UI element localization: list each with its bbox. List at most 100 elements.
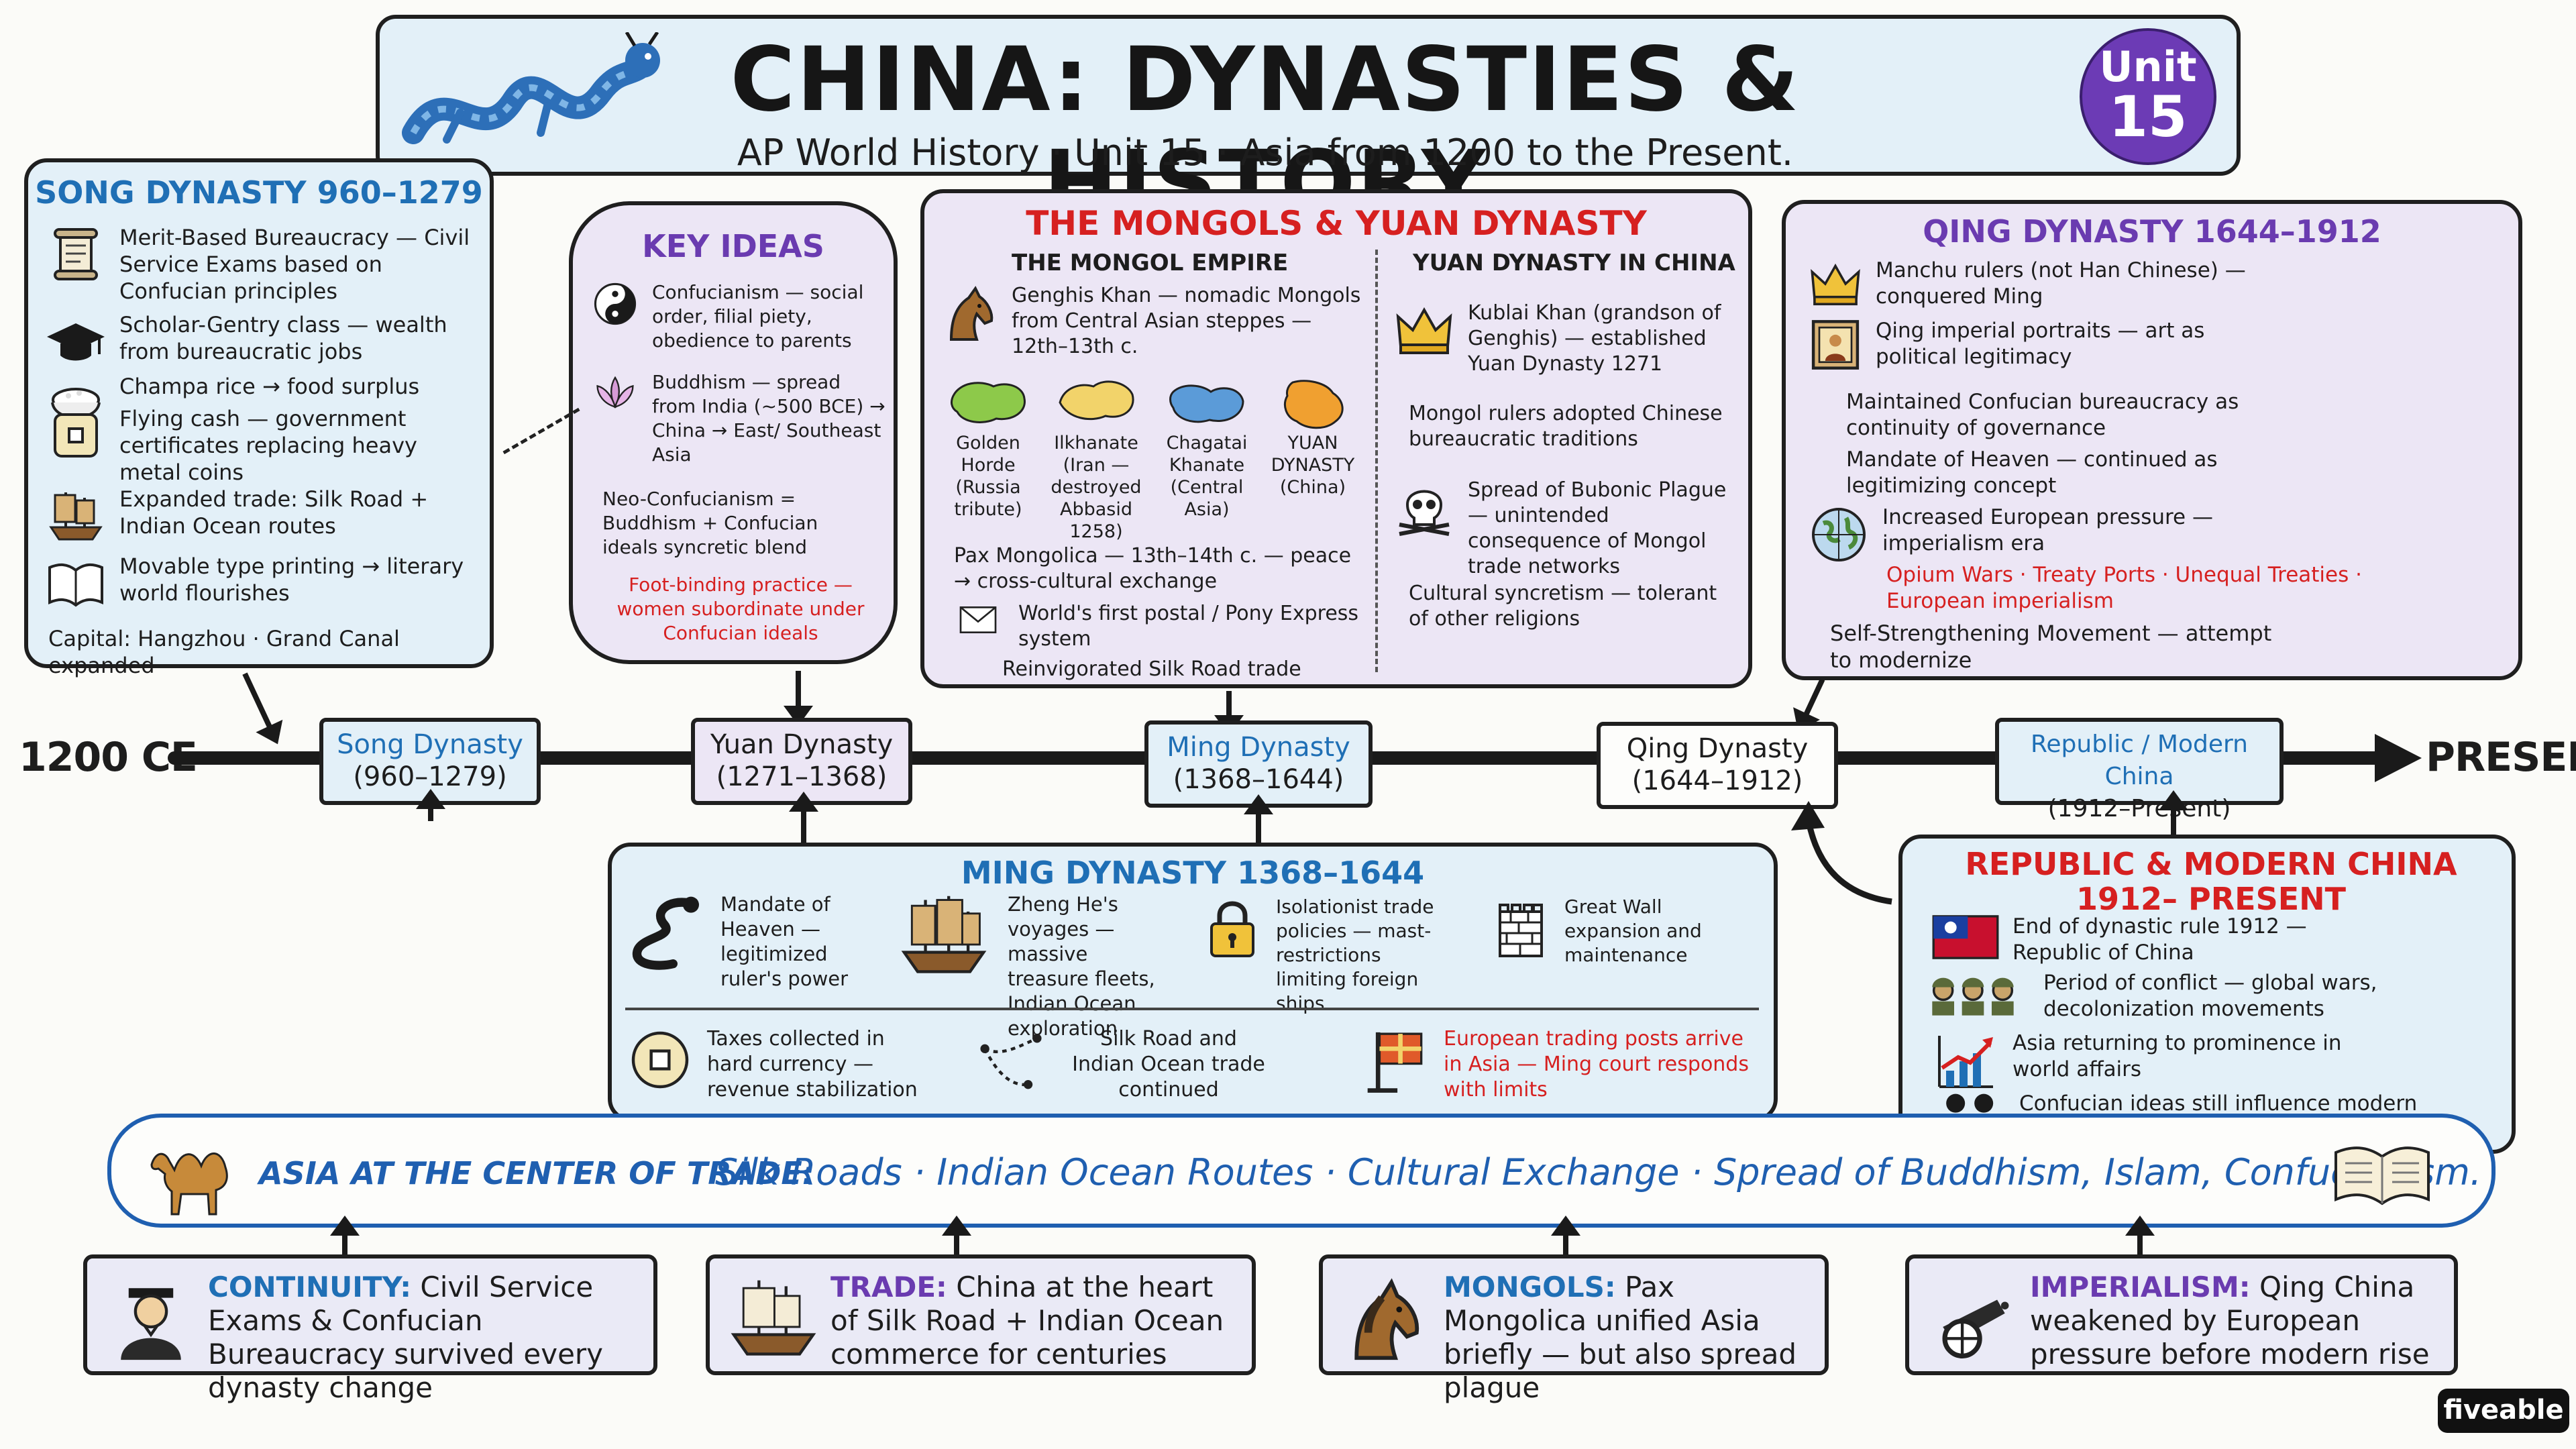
song-item: Merit-Based Bureaucracy — Civil Service … — [46, 224, 482, 305]
ming-item: European trading posts arrive in Asia — … — [1363, 1026, 1766, 1103]
theme-key: MONGOLS: — [1444, 1271, 1616, 1303]
ming-item: Silk Road and Indian Ocean trade continu… — [967, 1026, 1303, 1103]
theme-text: CONTINUITY: Civil Service Exams & Confuc… — [208, 1271, 640, 1405]
qing-item: Increased European pressure — imperialis… — [1809, 504, 2506, 565]
arrow-republic-up — [2159, 790, 2188, 837]
timeline-node-dates: (1368–1644) — [1173, 764, 1344, 795]
ming-item: Great Wall expansion and maintenance — [1491, 895, 1772, 967]
timeline-node-ming[interactable]: Ming Dynasty (1368–1644) — [1144, 720, 1373, 808]
ming-item-text: Zheng He's voyages — massive treasure fl… — [1008, 893, 1155, 1040]
ming-dynasty-box: MING DYNASTY 1368–1644 Mandate of Heaven… — [608, 843, 1778, 1122]
adopted-traditions-text: Mongol rulers adopted Chinese bureaucrat… — [1409, 402, 1723, 451]
song-item-text: Movable type printing → literary world f… — [119, 553, 464, 606]
khanate-chagatai: Chagatai Khanate (Central Asia) — [1157, 376, 1257, 521]
song-dynasty-box: SONG DYNASTY 960–1279 Merit-Based Bureau… — [24, 158, 494, 678]
lotus-icon — [596, 376, 634, 409]
arrow-trade-up — [942, 1216, 971, 1257]
theme-body: China at the heart of Silk Road + Indian… — [830, 1271, 1224, 1371]
timeline-node-republic[interactable]: Republic / Modern China (1912–Present) — [1995, 718, 2284, 822]
route-icon — [980, 1034, 1042, 1089]
timeline-node-dates: (1912–Present) — [2047, 795, 2231, 822]
ming-item-text: Silk Road and Indian Ocean trade continu… — [1072, 1027, 1265, 1102]
khanate-label: Chagatai Khanate (Central Asia) — [1166, 433, 1248, 520]
header-banner: CHINA: DYNASTIES & HISTORY AP World Hist… — [376, 15, 2241, 235]
skull-icon — [1399, 490, 1450, 536]
flag-icon — [1367, 1032, 1423, 1093]
song-item-text: Expanded trade: Silk Road + Indian Ocean… — [119, 486, 429, 539]
qing-pressure-text: Increased European pressure — imperialis… — [1882, 505, 2213, 555]
cannon-icon — [1942, 1299, 2009, 1358]
ming-item-text: European trading posts arrive in Asia — … — [1444, 1027, 1749, 1102]
khanate-maps: Golden Horde (Russia tribute) Ilkhanate … — [938, 376, 1367, 542]
arrow-yuan-up — [789, 792, 818, 843]
khanate-label: YUAN DYNASTY (China) — [1271, 433, 1355, 498]
dragon-icon — [402, 32, 660, 144]
qing-item: Qing imperial portraits — art as politic… — [1809, 318, 2506, 372]
dragon-icon — [632, 896, 699, 970]
key-idea-text: Confucianism — social order, filial piet… — [652, 281, 864, 352]
mongol-yuan-box: THE MONGOLS & YUAN DYNASTY THE MONGOL EM… — [920, 189, 1752, 688]
brand-logo[interactable]: fiveable — [2438, 1389, 2569, 1433]
key-idea-text: Buddhism — spread from India (~500 BCE) … — [652, 371, 885, 466]
ming-item: Isolationist trade policies — mast-restr… — [1202, 895, 1470, 1016]
qing-dynasty-box: QING DYNASTY 1644–1912 Manchu rulers (no… — [1782, 200, 2522, 680]
open-book-icon — [2334, 1146, 2430, 1205]
qing-wars-text: Opium Wars · Treaty Ports · Unequal Trea… — [1886, 563, 2362, 613]
theme-body: Civil Service Exams & Confucian Bureaucr… — [208, 1271, 604, 1404]
yuan-china-heading: YUAN DYNASTY IN CHINA — [1413, 250, 1735, 276]
page-subtitle: AP World History · Unit 15 · Asia from 1… — [737, 131, 1794, 174]
ming-item-text: Isolationist trade policies — mast-restr… — [1276, 896, 1434, 1014]
pax-mongolica-text: Pax Mongolica — 13th–14th c. — peace → c… — [954, 544, 1352, 593]
banner-label: ASIA AT THE CENTER OF TRADE: — [259, 1155, 815, 1191]
song-item-text: Flying cash — government certificates re… — [119, 406, 417, 485]
ilkhanate-map-icon — [1059, 380, 1134, 421]
kublai-item: Kublai Khan (grandson of Genghis) — esta… — [1394, 301, 1743, 377]
sailing-ship-icon — [731, 1280, 816, 1356]
republic-item: Asia returning to prominence in world af… — [1932, 1030, 2496, 1091]
mongol-empire-heading: THE MONGOL EMPIRE — [1012, 250, 1289, 276]
timeline-node-dates: (1271–1368) — [716, 761, 888, 792]
syncretism-text: Cultural syncretism — tolerant of other … — [1409, 582, 1717, 631]
key-idea-item: Confucianism — social order, filial piet… — [592, 280, 887, 353]
key-idea-item: Buddhism — spread from India (~500 BCE) … — [592, 370, 887, 467]
timeline-end-label: PRESENT — [2426, 734, 2576, 781]
timeline-node-name: Song Dynasty — [337, 729, 523, 760]
qing-title: QING DYNASTY 1644–1912 — [1923, 213, 2381, 250]
song-item: Flying cash — government certificates re… — [46, 405, 482, 486]
arrow-continuity-up — [330, 1216, 360, 1257]
qing-bureaucracy-text: Maintained Confucian bureaucracy as cont… — [1846, 390, 2239, 440]
globe-icon — [1812, 508, 1866, 561]
theme-key: TRADE: — [830, 1271, 947, 1303]
ming-item-text: Great Wall expansion and maintenance — [1564, 896, 1702, 966]
ming-item: Zheng He's voyages — massive treasure fl… — [894, 892, 1175, 1041]
trade-banner: ASIA AT THE CENTER OF TRADE: Silk Roads … — [107, 1114, 2496, 1228]
qing-portraits-text: Qing imperial portraits — art as politic… — [1876, 319, 2205, 369]
junk-ship-icon — [49, 492, 103, 541]
kublai-text: Kublai Khan (grandson of Genghis) — esta… — [1468, 301, 1721, 376]
ming-divider — [625, 1008, 1759, 1010]
theme-continuity: CONTINUITY: Civil Service Exams & Confuc… — [83, 1254, 657, 1404]
khanate-yuan: YUAN DYNASTY (China) — [1263, 376, 1363, 498]
crown-icon — [1811, 263, 1860, 306]
song-item: Champa rice → food surplus — [46, 373, 482, 433]
republic-item: End of dynastic rule 1912 — Republic of … — [1932, 914, 2496, 966]
plague-text: Spread of Bubonic Plague — unintended co… — [1468, 478, 1727, 578]
khanate-golden-horde: Golden Horde (Russia tribute) — [938, 376, 1038, 521]
theme-text: TRADE: China at the heart of Silk Road +… — [830, 1271, 1238, 1371]
timeline-node-name: Ming Dynasty — [1167, 732, 1350, 763]
ming-item: Taxes collected in hard currency — reven… — [627, 1026, 935, 1103]
arrow-ming-up — [1244, 794, 1273, 843]
treasure-ship-icon — [901, 896, 987, 973]
mongol-title: THE MONGOLS & YUAN DYNASTY — [1026, 204, 1647, 243]
song-footer: Capital: Hangzhou · Grand Canal expanded — [48, 626, 400, 678]
republic-item: Period of conflict — global wars, decolo… — [1916, 970, 2493, 1022]
theme-body: Qing China weakened by European pressure… — [2030, 1271, 2430, 1371]
timeline-node-dates: (960–1279) — [353, 761, 507, 792]
theme-trade: TRADE: China at the heart of Silk Road +… — [706, 1254, 1256, 1375]
timeline-arrowhead — [2375, 734, 2422, 782]
timeline-node-qing[interactable]: Qing Dynasty (1644–1912) — [1597, 722, 1838, 809]
qing-mandate-text: Mandate of Heaven — continued as legitim… — [1846, 447, 2218, 498]
scroll-icon — [54, 228, 98, 280]
timeline-node-name: Qing Dynasty — [1626, 733, 1809, 764]
qing-manchu-text: Manchu rulers (not Han Chinese) — conque… — [1876, 258, 2246, 309]
